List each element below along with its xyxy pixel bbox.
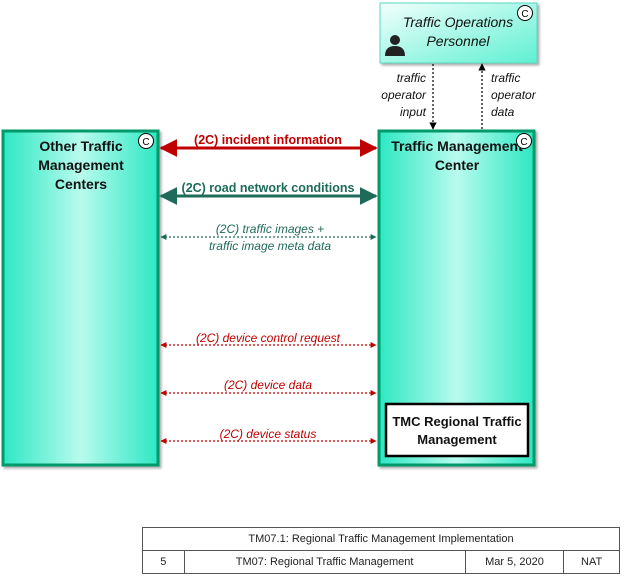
footer-number: 5	[142, 550, 185, 574]
flow-device-data[interactable]: (2C) device data	[160, 378, 377, 396]
flow-device-status[interactable]: (2C) device status	[160, 427, 377, 444]
other-tmc-label-line2: Management	[38, 157, 124, 173]
traffic-operations-personnel-node[interactable]: Traffic Operations Personnel C	[379, 2, 538, 64]
flow-traffic-operator-input[interactable]: traffic operator input	[381, 64, 437, 130]
other-tmc-label-line3: Centers	[55, 176, 107, 192]
data-flow-label-line1: traffic	[491, 71, 520, 85]
flow-device-control-request[interactable]: (2C) device control request	[160, 331, 377, 348]
svg-text:C: C	[142, 137, 149, 148]
footer-scope: NAT	[563, 550, 620, 574]
other-tmc-badge-icon: C	[138, 133, 154, 149]
tmc-badge-icon: C	[516, 133, 532, 149]
tmc-regional-label-line2: Management	[417, 432, 497, 447]
personnel-badge-icon: C	[517, 5, 533, 21]
device-control-request-label: (2C) device control request	[196, 331, 341, 345]
device-data-label: (2C) device data	[224, 378, 312, 392]
traffic-images-label-line2: traffic image meta data	[209, 239, 331, 253]
personnel-label-line2: Personnel	[426, 33, 490, 49]
device-status-label: (2C) device status	[220, 427, 317, 441]
traffic-images-label-line1: (2C) traffic images +	[216, 222, 324, 236]
other-traffic-management-centers-node[interactable]: Other Traffic Management Centers C	[1, 129, 160, 467]
tmc-label-line1: Traffic Management	[391, 138, 523, 154]
svg-text:C: C	[521, 9, 528, 20]
data-flow-label-line2: operator	[491, 88, 537, 102]
input-flow-label-line2: operator	[381, 88, 427, 102]
tmc-regional-traffic-management-box[interactable]: TMC Regional Traffic Management	[384, 402, 530, 458]
tmc-regional-label-line1: TMC Regional Traffic	[392, 414, 521, 429]
data-flow-label-line3: data	[491, 105, 515, 119]
svg-text:C: C	[520, 137, 527, 148]
person-icon	[385, 35, 405, 56]
incident-information-label: (2C) incident information	[194, 133, 342, 147]
flow-traffic-images[interactable]: (2C) traffic images + traffic image meta…	[160, 222, 377, 253]
flow-incident-information[interactable]: (2C) incident information	[159, 133, 378, 157]
input-flow-label-line3: input	[400, 105, 427, 119]
other-tmc-label-line1: Other Traffic	[39, 138, 122, 154]
personnel-label-line1: Traffic Operations	[403, 14, 513, 30]
flow-traffic-operator-data[interactable]: traffic operator data	[478, 63, 537, 129]
flow-road-network-conditions[interactable]: (2C) road network conditions	[159, 181, 378, 205]
footer-title: TM07.1: Regional Traffic Management Impl…	[142, 527, 620, 551]
footer-date: Mar 5, 2020	[464, 550, 565, 574]
road-network-conditions-label: (2C) road network conditions	[182, 181, 355, 195]
footer-package: TM07: Regional Traffic Management	[183, 550, 466, 574]
input-flow-label-line1: traffic	[397, 71, 426, 85]
tmc-label-line2: Center	[435, 157, 480, 173]
diagram-footer-table: TM07.1: Regional Traffic Management Impl…	[142, 527, 620, 574]
